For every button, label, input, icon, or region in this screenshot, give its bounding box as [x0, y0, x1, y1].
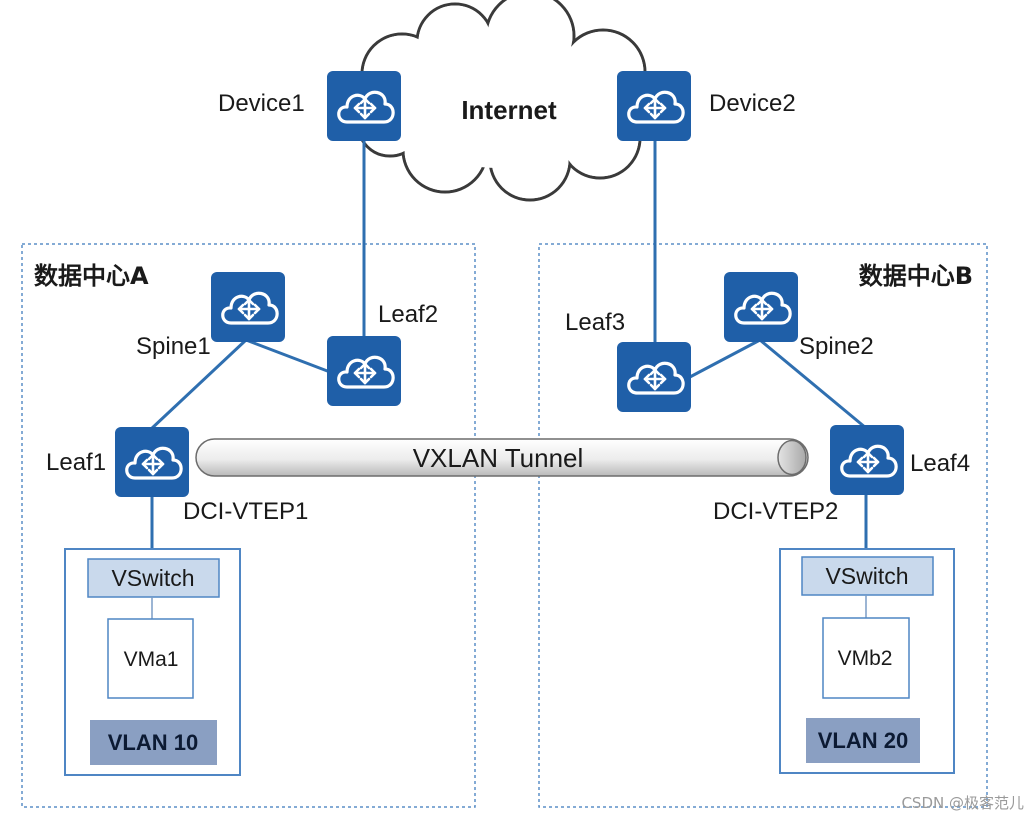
leaf4-label: Leaf4	[910, 450, 970, 477]
device1-icon	[325, 69, 403, 143]
vm-a-box	[107, 618, 194, 699]
watermark-text: CSDN @极客范儿	[901, 794, 1024, 812]
host-b	[779, 548, 955, 774]
leaf3-icon	[615, 340, 693, 414]
leaf2-label: Leaf2	[378, 301, 438, 328]
vswitch-b-box	[801, 556, 934, 596]
vm-a-label: VMa1	[124, 648, 179, 671]
vlan-a-box	[90, 720, 217, 765]
vm-b-label: VMb2	[838, 647, 893, 670]
vswitch-a-label: VSwitch	[111, 565, 194, 591]
leaf4-icon	[828, 423, 906, 497]
vswitch-a-box	[87, 558, 220, 598]
vlan-a-label: VLAN 10	[108, 730, 198, 755]
link-spine1-leaf2	[245, 338, 331, 374]
datacenter-b-label: 数据中心B	[859, 262, 973, 290]
device2-icon	[615, 69, 693, 143]
links	[148, 140, 868, 550]
spine2-icon	[722, 270, 800, 344]
host-a	[64, 548, 241, 776]
link-spine1-leaf1	[148, 338, 248, 432]
datacenter-b-border	[538, 243, 988, 808]
leaf1-label: Leaf1	[46, 449, 106, 476]
spine1-icon	[209, 270, 287, 344]
leaf2-icon	[325, 334, 403, 408]
vlan-b-box	[806, 718, 920, 763]
link-leaf3-spine2	[687, 338, 761, 380]
leaf1-icon	[113, 425, 191, 499]
vtep2-label: DCI-VTEP2	[713, 498, 838, 525]
vm-b-box	[822, 617, 910, 699]
spine1-label: Spine1	[136, 333, 211, 360]
datacenter-a-border	[21, 243, 476, 808]
vxlan-tunnel	[195, 438, 809, 477]
device2-label: Device2	[709, 90, 796, 117]
vtep1-label: DCI-VTEP1	[183, 498, 308, 525]
vswitch-b-label: VSwitch	[825, 563, 908, 589]
link-spine2-leaf4	[759, 338, 867, 430]
device1-label: Device1	[218, 90, 305, 117]
vxlan-tunnel-label: VXLAN Tunnel	[413, 443, 584, 473]
vlan-b-label: VLAN 20	[818, 728, 908, 753]
spine2-label: Spine2	[799, 333, 874, 360]
internet-label: Internet	[461, 95, 557, 125]
leaf3-label: Leaf3	[565, 309, 625, 336]
datacenter-a-label: 数据中心A	[34, 262, 149, 290]
